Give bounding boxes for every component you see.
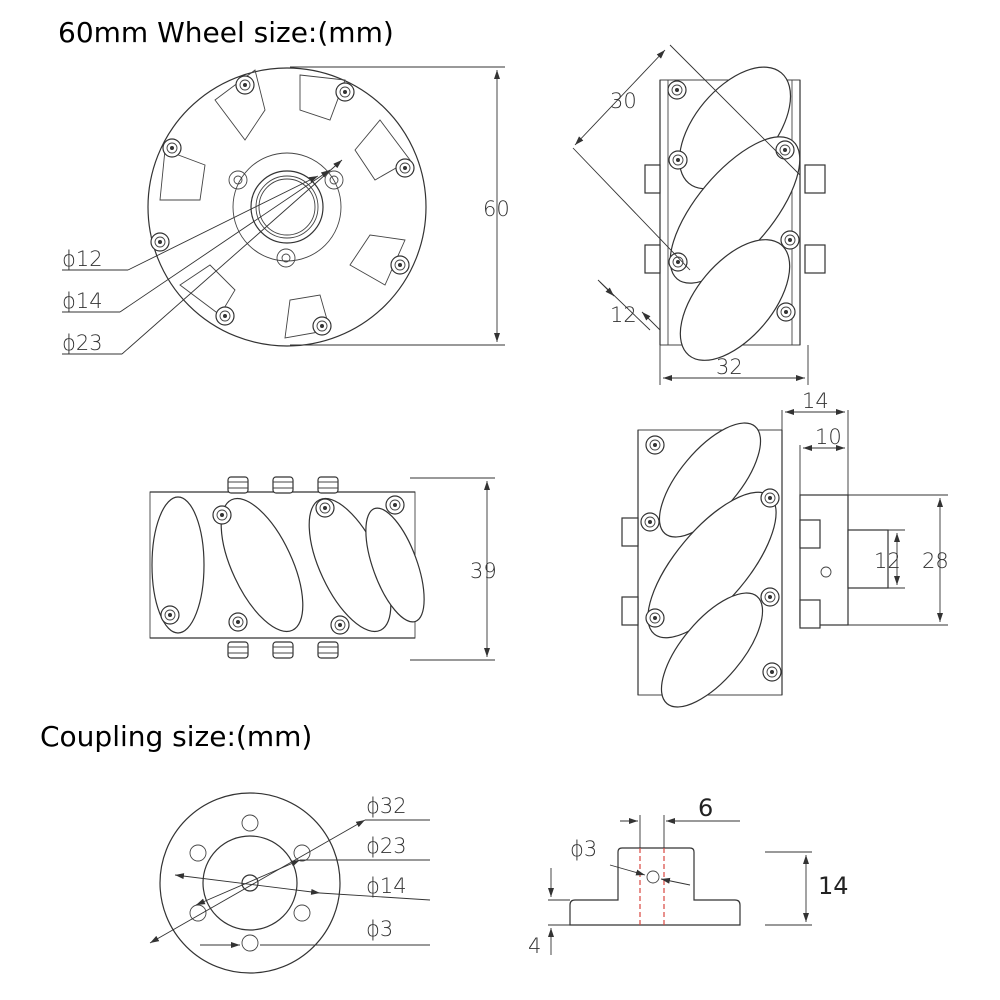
side-angle-label: 30: [610, 89, 637, 113]
coupling-width-label: 6: [698, 794, 713, 822]
coupling-front-view: ϕ32 ϕ23 ϕ14 ϕ3: [149, 792, 431, 974]
front-d23-label: ϕ23: [62, 331, 103, 355]
coupling-size-heading: Coupling size:(mm): [40, 720, 313, 753]
coupled-d12-label: 12: [874, 549, 901, 573]
wheel-side-view: 30 12 32: [572, 44, 826, 385]
coupled-d14-label: 14: [802, 389, 829, 413]
coupling-hole-label: ϕ3: [570, 837, 597, 861]
coupled-d28-label: 28: [922, 549, 949, 573]
coupling-d3-label: ϕ3: [366, 917, 393, 941]
bottom-height-label: 39: [470, 559, 497, 583]
coupling-side-view: 6 ϕ3 14 4: [528, 794, 849, 958]
coupling-d14-label: ϕ14: [366, 874, 407, 898]
wheel-coupled-view: 14 10 12 28: [621, 389, 949, 708]
wheel-front-view: ϕ12 ϕ14 ϕ23 60: [62, 66, 510, 355]
coupled-d10-label: 10: [815, 425, 842, 449]
coupling-base-label: 4: [528, 934, 541, 958]
coupling-height-label: 14: [818, 872, 849, 900]
side-offset-label: 12: [610, 303, 637, 327]
wheel-size-heading: 60mm Wheel size:(mm): [58, 16, 394, 49]
front-d12-label: ϕ12: [62, 247, 103, 271]
front-d14-label: ϕ14: [62, 289, 103, 313]
coupling-d23-label: ϕ23: [366, 834, 407, 858]
side-width-label: 32: [716, 355, 743, 379]
wheel-outline: [147, 67, 427, 347]
front-height-label: 60: [483, 197, 510, 221]
wheel-bottom-view: 39: [149, 476, 497, 661]
coupling-d32-label: ϕ32: [366, 794, 407, 818]
